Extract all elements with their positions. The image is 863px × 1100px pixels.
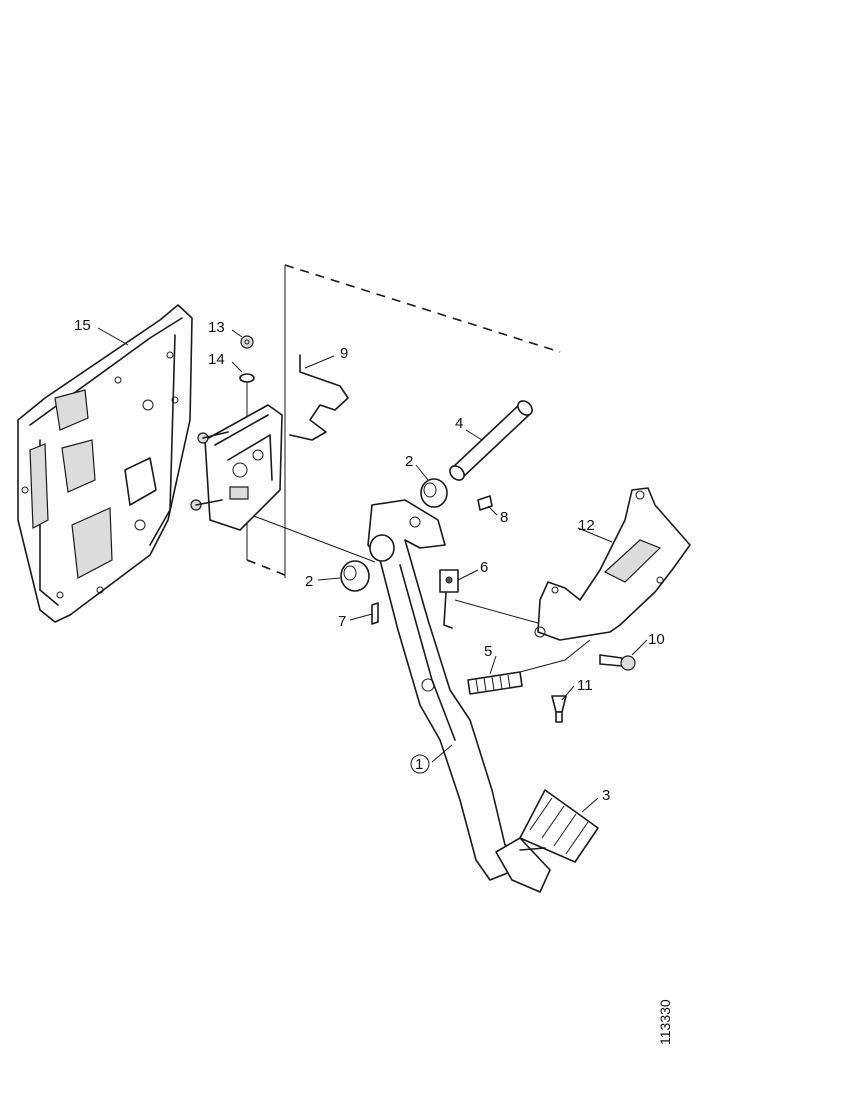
part-9-pedal-bracket (190, 354, 349, 531)
callout-4: 4 (455, 415, 463, 432)
callout-12: 12 (578, 517, 595, 534)
part-2-bushing-upper (420, 478, 448, 508)
callout-10: 10 (648, 631, 665, 648)
callout-leaders (97, 327, 648, 813)
part-14-washer (239, 373, 255, 383)
part-12-support-bracket (534, 487, 691, 641)
part-2-bushing-lower (340, 560, 370, 592)
callout-5: 5 (484, 643, 492, 660)
callout-2-lower: 2 (305, 573, 313, 590)
callout-6: 6 (480, 559, 488, 576)
callout-13: 13 (208, 319, 225, 336)
part-4-pivot-shaft (449, 400, 533, 481)
part-10-bolt (599, 654, 636, 671)
part-11-bolt (551, 695, 567, 723)
callout-labels: 15 13 14 9 4 2 8 12 2 6 7 10 5 11 1 3 (74, 317, 665, 804)
callout-3: 3 (602, 787, 610, 804)
callout-1: 1 (415, 756, 423, 773)
callout-9: 9 (340, 345, 348, 362)
callout-2-upper: 2 (405, 453, 413, 470)
callout-7: 7 (338, 613, 346, 630)
part-15-mounting-panel (17, 304, 193, 623)
part-6-switch-clip (439, 569, 459, 629)
part-13-nut (240, 335, 254, 349)
part-5-return-spring (467, 671, 523, 695)
callout-11: 11 (577, 677, 593, 694)
callout-1-circle: 1 (410, 754, 430, 774)
callout-8: 8 (500, 509, 508, 526)
part-7-clip-pin (371, 602, 379, 625)
document-id: 113330 (657, 999, 673, 1045)
callout-15: 15 (74, 317, 91, 334)
callout-14: 14 (208, 351, 225, 368)
assembly-guide-lines (237, 264, 591, 673)
part-3-pedal-pad (495, 789, 599, 893)
